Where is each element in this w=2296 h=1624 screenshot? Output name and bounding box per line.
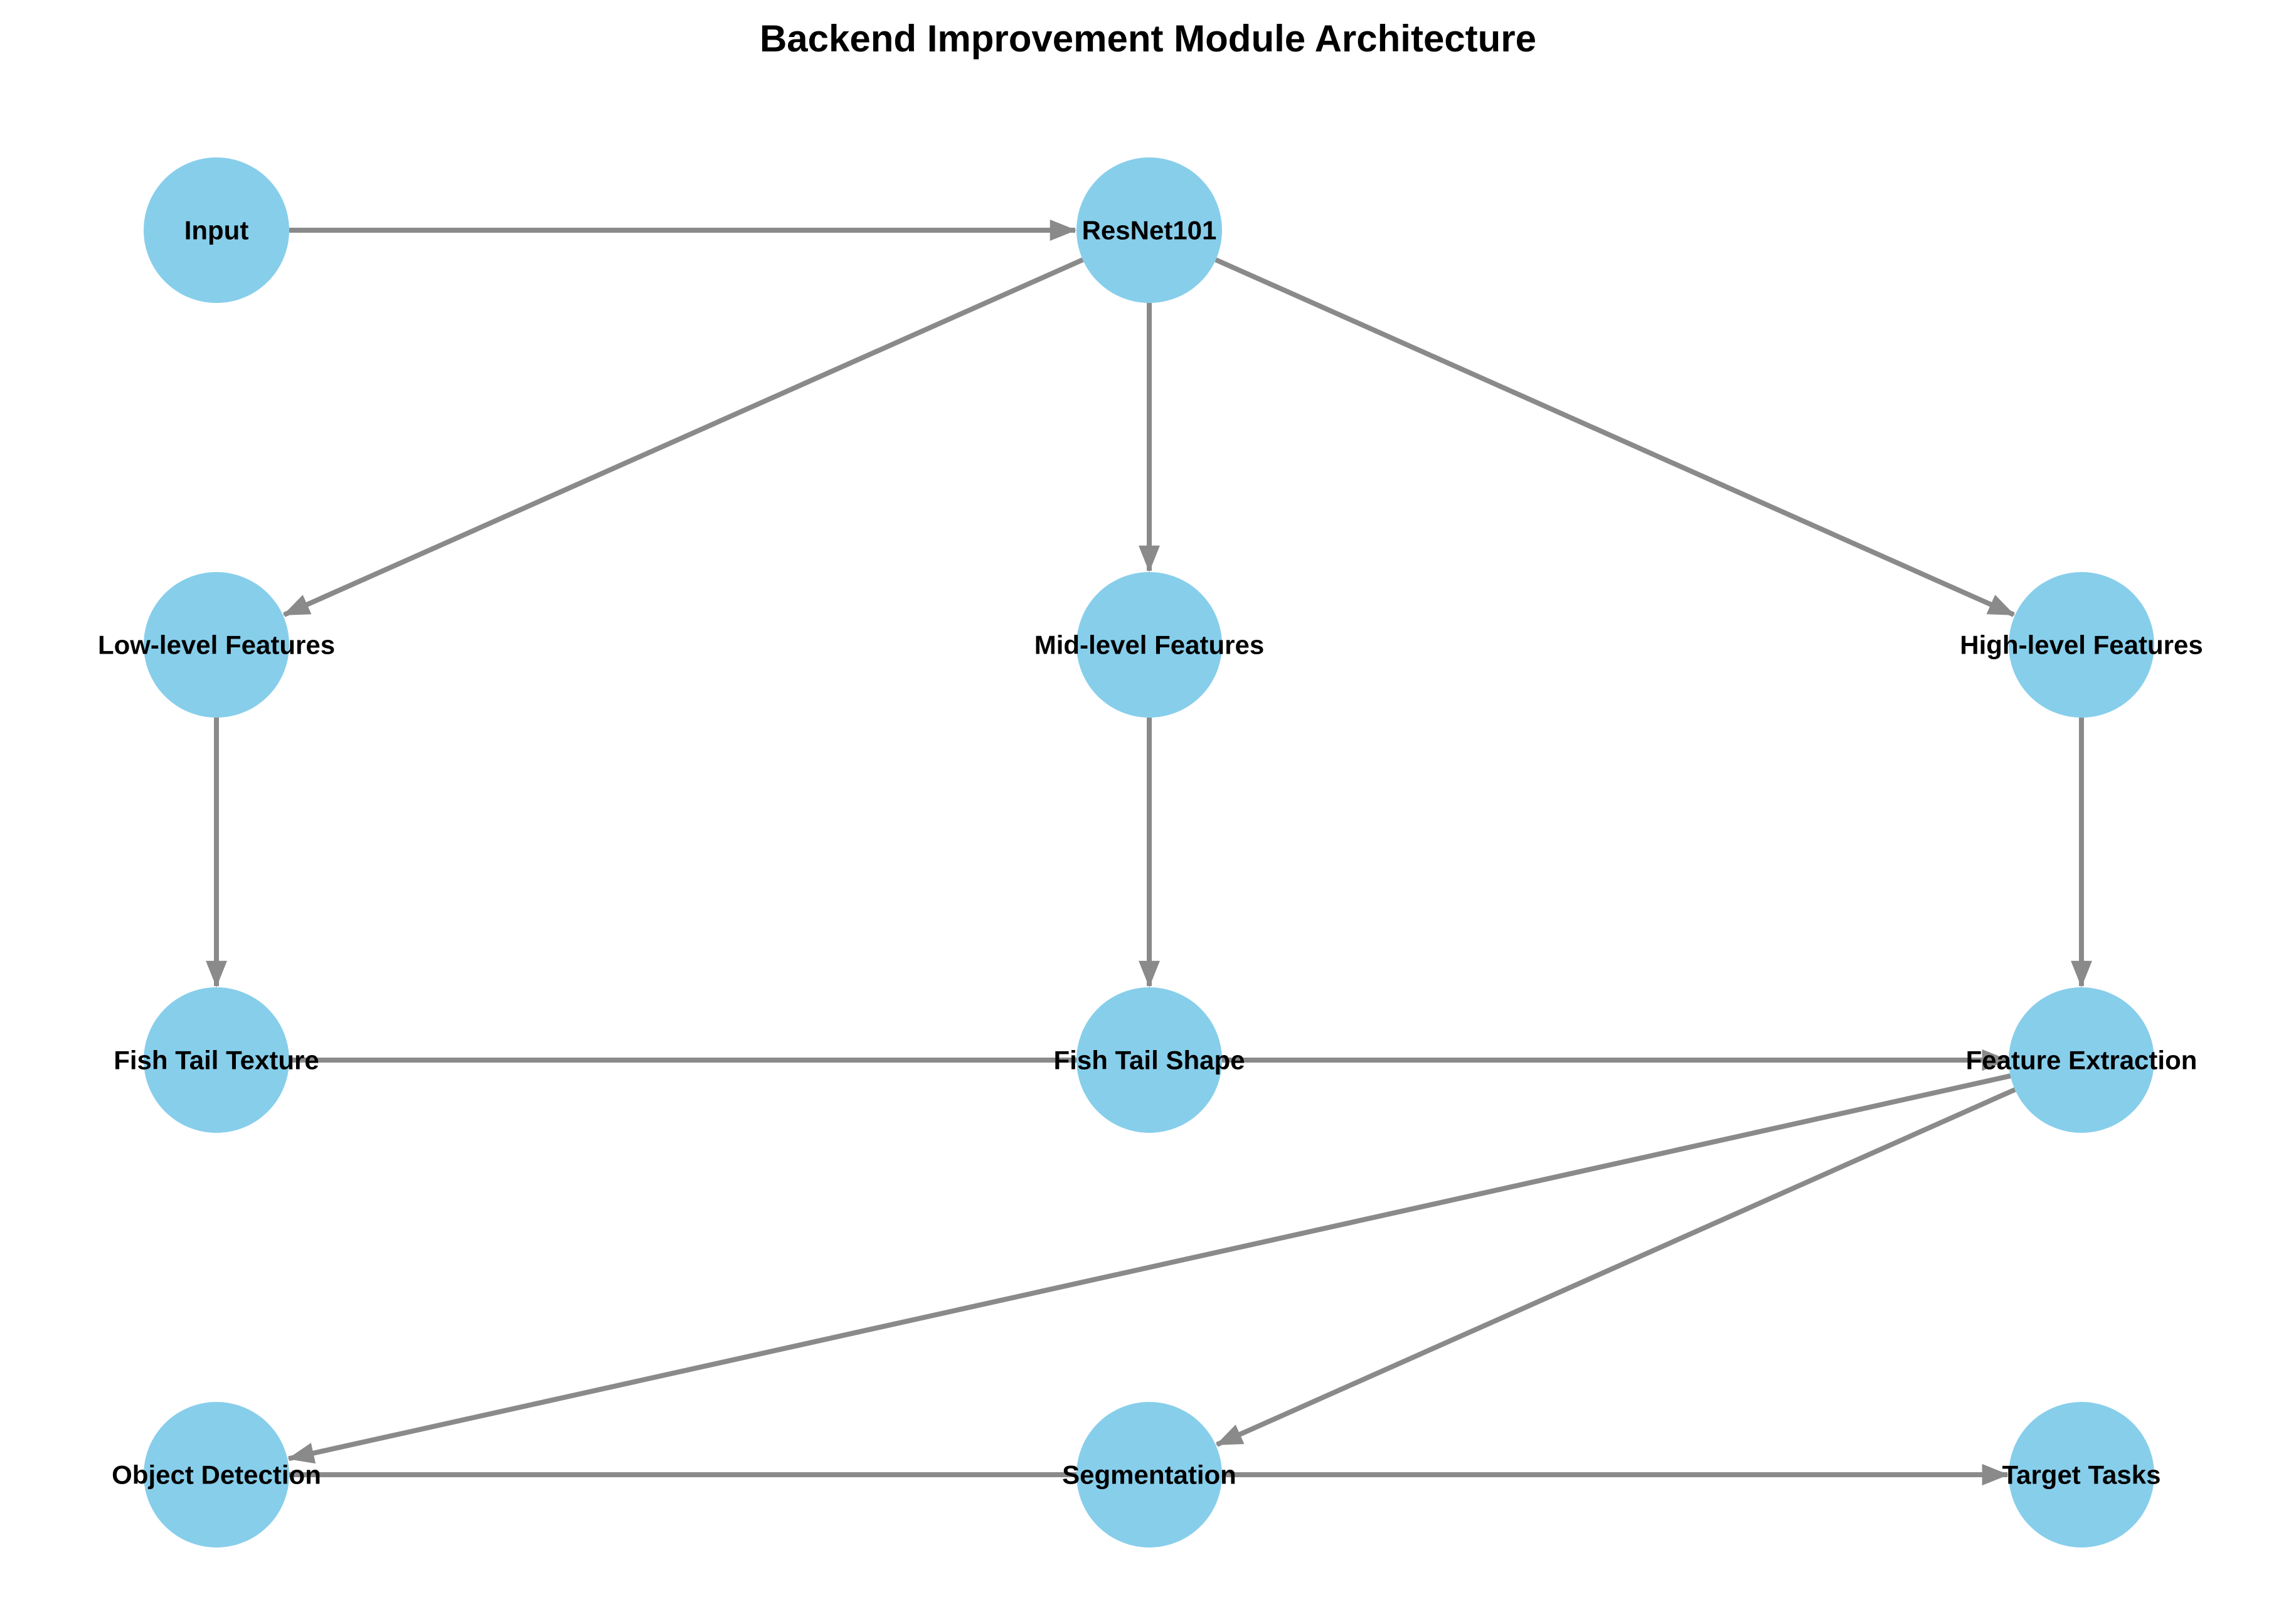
- node-fish-tail-shape: [1076, 987, 1222, 1133]
- node-segmentation: [1076, 1402, 1222, 1547]
- node-resnet101: [1076, 157, 1222, 303]
- node-label-mid-level-features: Mid-level Features: [1034, 630, 1264, 660]
- diagram-title: Backend Improvement Module Architecture: [760, 18, 1536, 60]
- node-label-fish-tail-texture: Fish Tail Texture: [114, 1046, 319, 1075]
- node-label-object-detection: Object Detection: [112, 1460, 321, 1490]
- node-label-fish-tail-shape: Fish Tail Shape: [1054, 1046, 1245, 1075]
- node-feature-extraction: [2009, 987, 2154, 1133]
- node-target-tasks: [2009, 1402, 2154, 1547]
- node-label-input: Input: [184, 216, 249, 245]
- node-input: [144, 157, 289, 303]
- edge-feature-extraction-to-segmentation: [1215, 1087, 2016, 1447]
- nodes-layer: [144, 157, 2154, 1547]
- edge-resnet101-to-high-level-features: [1214, 257, 2016, 617]
- node-label-high-level-features: High-level Features: [1960, 630, 2203, 660]
- node-label-resnet101: ResNet101: [1082, 216, 1217, 245]
- node-label-feature-extraction: Feature Extraction: [1966, 1046, 2198, 1075]
- node-high-level-features: [2009, 572, 2154, 718]
- node-label-low-level-features: Low-level Features: [98, 630, 335, 660]
- node-fish-tail-texture: [144, 987, 289, 1133]
- node-mid-level-features: [1076, 572, 1222, 718]
- node-low-level-features: [144, 572, 289, 718]
- edge-feature-extraction-to-object-detection: [287, 1073, 2011, 1464]
- node-label-segmentation: Segmentation: [1062, 1460, 1236, 1490]
- node-label-target-tasks: Target Tasks: [2002, 1460, 2161, 1490]
- node-object-detection: [144, 1402, 289, 1547]
- edge-resnet101-to-low-level-features: [282, 257, 1084, 617]
- edges-layer: [206, 220, 2092, 1485]
